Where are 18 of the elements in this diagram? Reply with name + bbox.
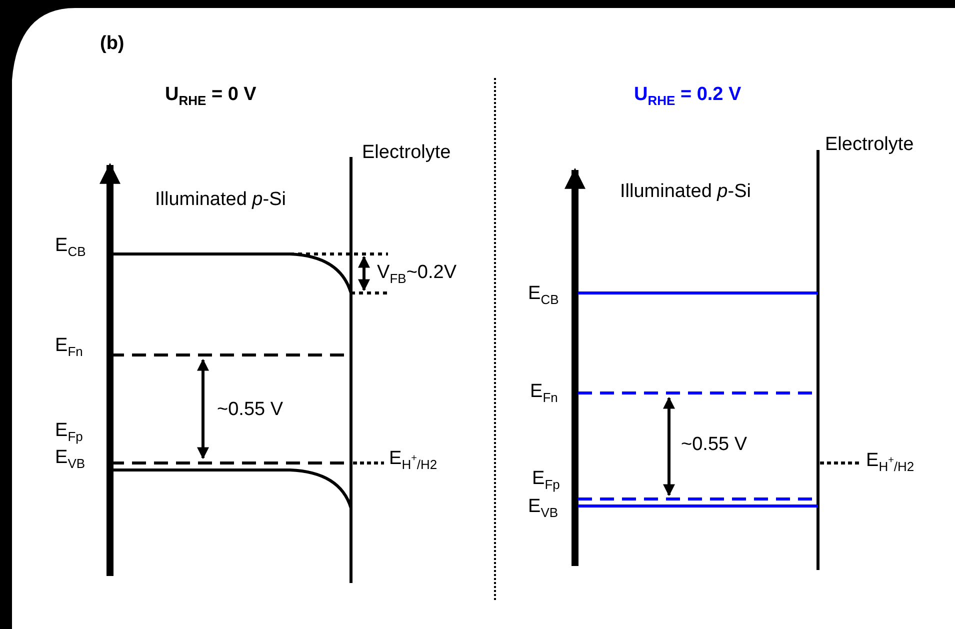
- energy-level-label: E$_{VB}$: [528, 496, 558, 518]
- condition-heading: U$_{RHE}$ = 0.2 V: [634, 84, 742, 106]
- panel-label: (b): [100, 33, 124, 55]
- voltage-annotation: V$_{FB}$~0.2V: [377, 262, 456, 284]
- energy-level-label: E$_{Fp}$: [55, 420, 83, 442]
- voltage-annotation: ~0.55 V: [217, 399, 284, 421]
- energy-level-label: E$_{CB}$: [55, 235, 86, 257]
- material-label: Illuminated p-Si: [155, 189, 286, 211]
- condition-heading: U$_{RHE}$ = 0 V: [165, 84, 256, 106]
- energy-level-label: E$_{Fn}$: [55, 335, 83, 357]
- material-label: Illuminated p-Si: [620, 181, 751, 203]
- voltage-annotation: ~0.55 V: [681, 434, 748, 456]
- electrolyte-label: Electrolyte: [362, 142, 451, 164]
- energy-level-label: E$_{CB}$: [528, 283, 559, 305]
- electrolyte-label: Electrolyte: [825, 134, 914, 156]
- energy-level-label: E$_{Fn}$: [530, 381, 558, 403]
- energy-level-label: E$_{Fp}$: [532, 468, 560, 490]
- energy-level-label: E$_{VB}$: [55, 447, 86, 469]
